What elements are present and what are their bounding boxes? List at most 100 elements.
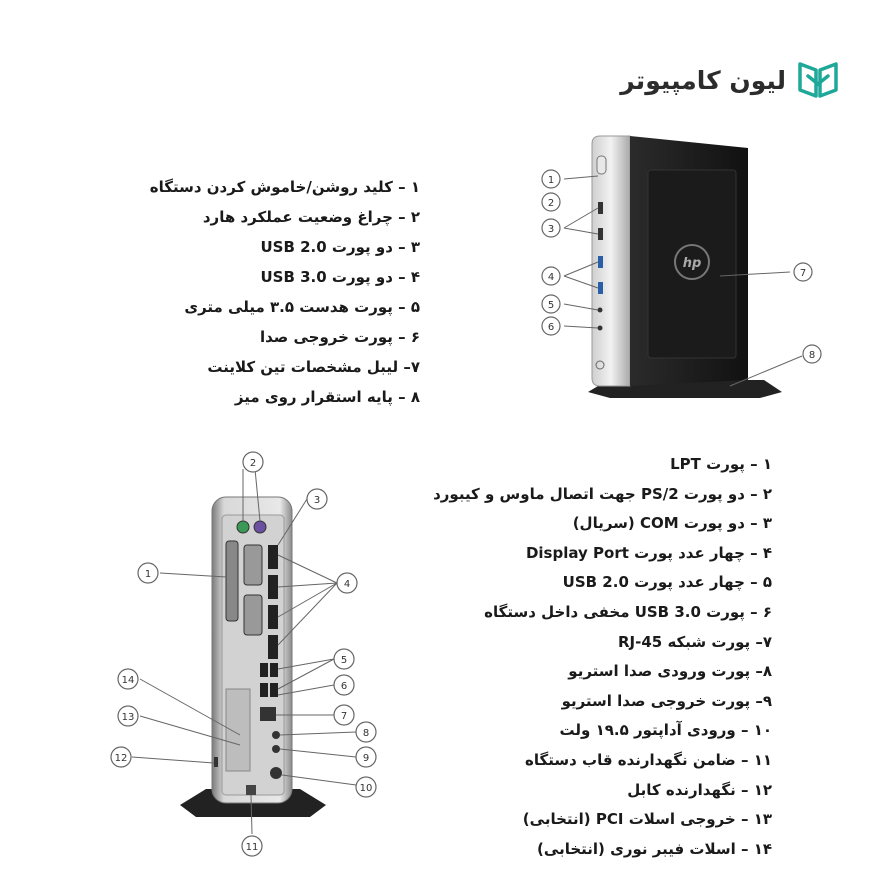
callout-12 bbox=[110, 746, 132, 768]
displayport bbox=[268, 605, 278, 629]
callout-9 bbox=[355, 746, 377, 768]
audio-in-jack bbox=[272, 731, 280, 739]
svg-text:3: 3 bbox=[314, 495, 320, 506]
usb2-port bbox=[260, 683, 268, 697]
callout-5 bbox=[333, 648, 355, 670]
svg-text:5: 5 bbox=[341, 655, 347, 666]
callout-6 bbox=[541, 316, 561, 336]
callout-8 bbox=[355, 721, 377, 743]
list-item: ۱ – کلید روشن/خاموش کردن دستگاه bbox=[149, 178, 420, 196]
ps2-port bbox=[236, 520, 250, 534]
book-shield-icon bbox=[798, 62, 838, 98]
callout-4 bbox=[336, 572, 358, 594]
rear-specs-list: ۱ – پورت LPT ۲ – دو پورت PS/2 جهت اتصال … bbox=[433, 450, 772, 864]
com-port bbox=[243, 544, 263, 586]
svg-text:1: 1 bbox=[145, 569, 151, 580]
lpt-port bbox=[225, 540, 239, 622]
list-item: ۵ – چهار عدد پورت USB 2.0 bbox=[562, 573, 772, 592]
usb2-port bbox=[598, 202, 603, 214]
case-latch bbox=[246, 785, 256, 795]
power-button bbox=[596, 155, 607, 175]
audio-out-jack bbox=[597, 325, 603, 331]
power-input bbox=[270, 767, 282, 779]
svg-text:9: 9 bbox=[363, 753, 369, 764]
callout-3 bbox=[541, 218, 561, 238]
callout-1 bbox=[541, 169, 561, 189]
list-item: ۱۱ – ضامن نگهدارنده قاب دستگاه bbox=[525, 750, 772, 769]
rj45-port bbox=[260, 707, 276, 721]
list-item: ۶ – پورت خروجی صدا bbox=[259, 328, 420, 346]
list-item: ۴ – چهار عدد پورت Display Port bbox=[525, 543, 772, 562]
svg-text:12: 12 bbox=[115, 753, 128, 764]
usb2-port bbox=[260, 663, 268, 677]
hp-logo bbox=[674, 244, 710, 280]
list-item: ۱۰ – ورودی آداپتور ۱۹.۵ ولت bbox=[559, 721, 772, 740]
list-item: ۱۲ – نگهدارنده کابل bbox=[627, 780, 772, 799]
callout-7 bbox=[333, 704, 355, 726]
usb3-port bbox=[598, 256, 603, 268]
headset-jack bbox=[597, 307, 603, 313]
callout-4 bbox=[541, 266, 561, 286]
list-item: ۶ – پورت USB 3.0 مخفی داخل دستگاه bbox=[484, 602, 772, 621]
svg-text:7: 7 bbox=[341, 711, 347, 722]
svg-text:10: 10 bbox=[360, 783, 373, 794]
displayport bbox=[268, 545, 278, 569]
svg-text:8: 8 bbox=[363, 728, 369, 739]
svg-text:13: 13 bbox=[122, 712, 135, 723]
front-panel bbox=[591, 135, 631, 387]
svg-text:11: 11 bbox=[246, 842, 259, 853]
svg-text:8: 8 bbox=[809, 350, 815, 361]
usb2-port bbox=[270, 683, 278, 697]
callout-13 bbox=[117, 705, 139, 727]
svg-text:4: 4 bbox=[548, 272, 554, 283]
svg-text:6: 6 bbox=[341, 681, 347, 692]
callout-1 bbox=[137, 562, 159, 584]
front-specs-list: ۱ – کلید روشن/خاموش کردن دستگاه ۲ – چراغ… bbox=[150, 174, 420, 414]
com-port bbox=[243, 594, 263, 636]
list-item: ۳ – دو پورت USB 2.0 bbox=[260, 238, 420, 256]
list-item: ۱۳ – خروجی اسلات PCI (انتخابی) bbox=[522, 810, 772, 829]
displayport bbox=[268, 575, 278, 599]
svg-text:3: 3 bbox=[548, 224, 554, 235]
svg-text:2: 2 bbox=[548, 198, 554, 209]
svg-text:1: 1 bbox=[548, 175, 554, 186]
rear-device-figure: 1 2 3 4 5 6 7 8 9 10 11 12 13 14 bbox=[110, 451, 377, 857]
ps2-port bbox=[253, 520, 267, 534]
list-item: ۷– لیبل مشخصات تین کلاینت bbox=[207, 358, 420, 376]
list-item: ۵ – پورت هدست ۳.۵ میلی متری bbox=[184, 298, 420, 316]
svg-text:hp: hp bbox=[683, 256, 702, 271]
svg-text:4: 4 bbox=[344, 579, 350, 590]
svg-text:6: 6 bbox=[548, 322, 554, 333]
usb2-port bbox=[270, 663, 278, 677]
list-item: ۸ – پایه استقرار روی میز bbox=[234, 388, 420, 406]
list-item: ۴ – دو پورت USB 3.0 bbox=[260, 268, 420, 286]
list-item: ۹– پورت خروجی صدا استریو bbox=[561, 691, 772, 710]
callout-3 bbox=[306, 488, 328, 510]
svg-text:2: 2 bbox=[250, 458, 256, 469]
displayport bbox=[268, 635, 278, 659]
svg-text:14: 14 bbox=[122, 675, 135, 686]
list-item: ۱ – پورت LPT bbox=[670, 455, 772, 473]
pci-slot-cover bbox=[225, 688, 251, 772]
list-item: ۷– پورت شبکه RJ-45 bbox=[618, 632, 772, 651]
brand-name: لیون کامپیوتر bbox=[620, 65, 786, 95]
cable-holder bbox=[214, 757, 218, 767]
callout-6 bbox=[333, 674, 355, 696]
callout-8 bbox=[802, 344, 822, 364]
callout-2 bbox=[541, 192, 561, 212]
brand-logo[interactable]: لیون کامپیوتر bbox=[620, 60, 840, 100]
callout-11 bbox=[241, 835, 263, 857]
front-device-figure: hp bbox=[541, 135, 822, 398]
usb2-port bbox=[598, 228, 603, 240]
hp-logo-small bbox=[595, 360, 605, 370]
list-item: ۳ – دو پورت COM (سریال) bbox=[572, 514, 772, 533]
callout-5 bbox=[541, 294, 561, 314]
callout-7 bbox=[793, 262, 813, 282]
audio-out-jack bbox=[272, 745, 280, 753]
list-item: ۲ – چراغ وضعیت عملکرد هارد bbox=[202, 208, 420, 226]
callout-10 bbox=[355, 776, 377, 798]
vent-grid bbox=[647, 169, 737, 359]
list-item: ۲ – دو پورت PS/2 جهت اتصال ماوس و کیبورد bbox=[433, 484, 772, 503]
list-item: ۱۴ – اسلات فیبر نوری (انتخابی) bbox=[537, 839, 772, 858]
